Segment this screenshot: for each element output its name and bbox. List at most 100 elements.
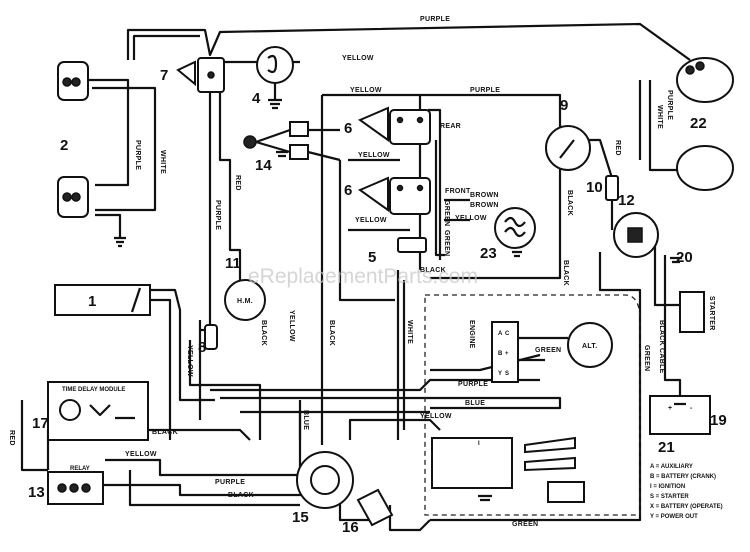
label-purple-box: PURPLE: [470, 87, 500, 94]
label-battery-neg: -: [690, 405, 693, 412]
terminal-b: B: [498, 351, 503, 357]
callout-6-rear: 6: [344, 120, 352, 137]
battery: [649, 395, 711, 435]
label-red-left: RED: [234, 175, 241, 191]
diode: [204, 324, 218, 350]
label-white-center: WHITE: [406, 320, 413, 344]
callout-4: 4: [252, 90, 261, 107]
headlight-right-lower: [676, 145, 734, 191]
label-white-left: WHITE: [159, 150, 166, 174]
legend-line: I = IGNITION: [650, 484, 685, 490]
label-brown-2: BROWN: [470, 202, 499, 209]
label-purple-left: PURPLE: [134, 140, 141, 170]
dash-light: [256, 46, 294, 100]
terminal-y: Y: [498, 371, 502, 377]
legend-line: B = BATTERY (CRANK): [650, 474, 716, 480]
headlight-right-upper: [676, 57, 734, 103]
legend-line: A = AUXILIARY: [650, 464, 693, 470]
starter-motor: [679, 291, 705, 333]
label-yellow-band: YELLOW: [420, 413, 452, 420]
label-battery-pos: +: [668, 405, 672, 412]
label-purple-vert: PURPLE: [214, 200, 221, 230]
label-time-delay-module: TIME DELAY MODULE: [62, 387, 125, 393]
label-black-cable: BLACK: [658, 320, 665, 346]
label-hm: H.M.: [237, 298, 253, 305]
terminal-i: I: [478, 441, 480, 447]
label-front: FRONT: [445, 188, 471, 195]
horn: [176, 57, 225, 93]
label-brown-1: BROWN: [470, 192, 499, 199]
solenoid: [613, 212, 659, 258]
callout-6-front: 6: [344, 182, 352, 199]
callout-5: 5: [368, 249, 376, 266]
label-purple-band: PURPLE: [458, 381, 488, 388]
label-purple-top: PURPLE: [420, 16, 450, 23]
ground-symbols: [114, 98, 686, 502]
label-green-upper: GREEN: [443, 200, 450, 226]
callout-9: 9: [560, 97, 568, 114]
label-yellow-low: YELLOW: [355, 217, 387, 224]
callout-19: 19: [710, 412, 727, 429]
callout-15: 15: [292, 509, 309, 526]
alternator: [491, 321, 613, 383]
front-horn: [357, 176, 431, 215]
label-engine: ENGINE: [468, 320, 475, 349]
terminal-a: A: [498, 331, 503, 337]
label-black-right: BLACK: [566, 190, 573, 216]
hour-meter: [224, 279, 266, 321]
label-black-center-vert: BLACK: [328, 320, 335, 346]
terminal-plus: +: [505, 351, 509, 357]
callout-14: 14: [255, 157, 272, 174]
label-yellow-top: YELLOW: [342, 55, 374, 62]
headlight-upper: [57, 61, 89, 101]
label-purple-right: PURPLE: [666, 90, 673, 120]
label-blue-band: BLUE: [465, 400, 485, 407]
callout-11: 11: [225, 255, 241, 272]
ignition-coil: [494, 207, 536, 249]
label-red-tdm: RED: [8, 430, 15, 446]
callout-2: 2: [60, 137, 68, 154]
label-white-right: WHITE: [656, 105, 663, 129]
label-starter: STARTER: [708, 296, 715, 331]
fuse: [605, 175, 619, 201]
legend-line: S = STARTER: [650, 494, 689, 500]
headlight-lower: [57, 176, 89, 218]
callout-22: 22: [690, 115, 707, 132]
terminal-legend: A = AUXILIARY B = BATTERY (CRANK) I = IG…: [650, 464, 723, 520]
label-red-right: RED: [614, 140, 621, 156]
label-black-tdm: BLACK: [152, 429, 178, 436]
seat-switch: [397, 237, 427, 253]
label-relay: RELAY: [70, 466, 90, 472]
callout-21: 21: [658, 439, 675, 456]
callout-16: 16: [342, 519, 359, 536]
callout-10: 10: [586, 179, 603, 196]
legend-line: Y = POWER OUT: [650, 514, 698, 520]
callout-7: 7: [160, 67, 168, 84]
callout-12: 12: [618, 192, 635, 209]
label-yellow-box: YELLOW: [350, 87, 382, 94]
label-blue-vert: BLUE: [302, 410, 309, 430]
ground-plug: [547, 481, 585, 503]
label-yellow-tdm: YELLOW: [125, 451, 157, 458]
key-switch-box: [54, 284, 151, 316]
terminal-s: S: [505, 371, 509, 377]
time-delay-module: [47, 381, 149, 441]
label-purple-lower: PURPLE: [215, 479, 245, 486]
label-yellow-mid: YELLOW: [358, 152, 390, 159]
label-yellow-center: YELLOW: [288, 310, 295, 342]
label-black-center: BLACK: [420, 267, 446, 274]
label-cable: CABLE: [658, 348, 665, 374]
label-black-hm: BLACK: [260, 320, 267, 346]
label-black-right-2: BLACK: [562, 260, 569, 286]
lamp-switch: [243, 121, 341, 162]
label-alt: ALT.: [582, 343, 597, 350]
relay: [47, 471, 104, 505]
callout-20: 20: [676, 249, 693, 266]
label-yellow-vert: YELLOW: [186, 345, 193, 377]
label-green-right: GREEN: [643, 345, 650, 371]
spark-plug-upper: [524, 436, 576, 454]
label-rear: REAR: [440, 123, 461, 130]
legend-line: X = BATTERY (OPERATE): [650, 504, 723, 510]
label-black-lower: BLACK: [228, 492, 254, 499]
